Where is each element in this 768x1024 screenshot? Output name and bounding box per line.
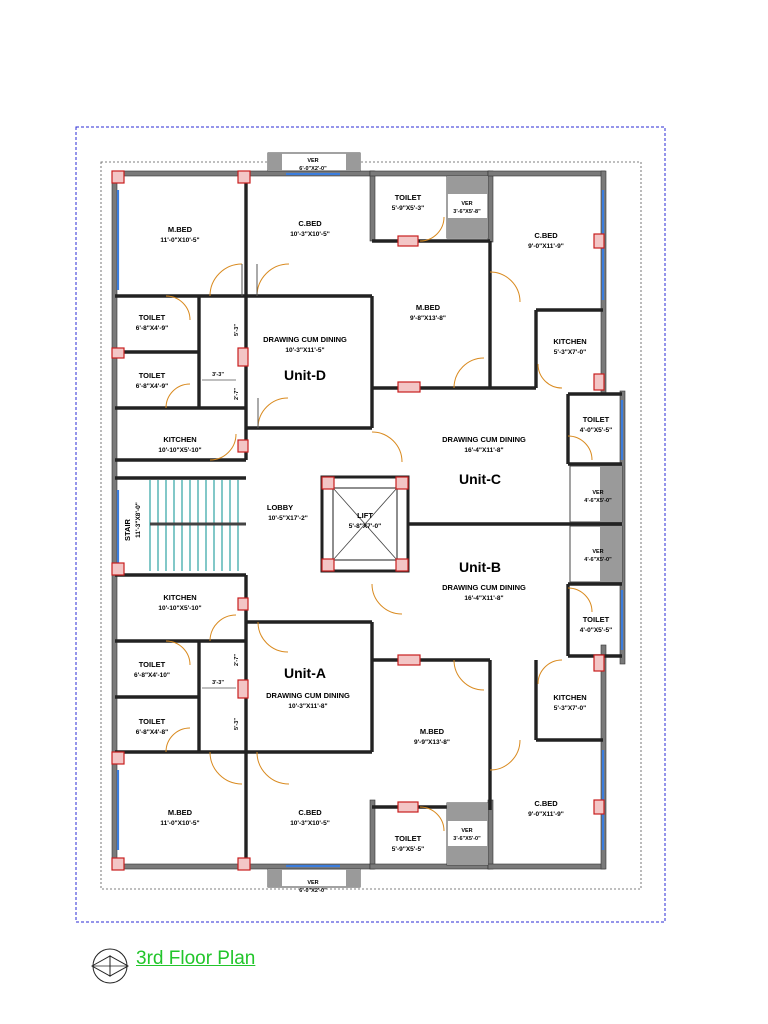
room-name: M.BED bbox=[416, 303, 441, 312]
unit-label: Unit-B bbox=[459, 559, 501, 575]
unit-label: Unit-A bbox=[284, 665, 326, 681]
ver-name: VER bbox=[592, 549, 603, 555]
dimension-notes: 3'-3" 5'-3" 2'-7" 3'-3" 2'-7" 5'-3" bbox=[202, 324, 240, 730]
dim-note: 2'-7" bbox=[234, 388, 240, 400]
room-dim: 10'-10"X5'-10" bbox=[158, 605, 201, 612]
dim-note: 3'-3" bbox=[212, 680, 224, 686]
sheet-border bbox=[75, 126, 666, 923]
room-dim: 6'-8"X4'-9" bbox=[136, 325, 168, 332]
unit-label: Unit-C bbox=[459, 471, 501, 487]
room-name: TOILET bbox=[139, 313, 166, 322]
room-name: C.BED bbox=[534, 231, 558, 240]
ver-dim: 3'-6"X5'-0" bbox=[453, 836, 481, 842]
room-dim: 5'-3"X7'-0" bbox=[554, 705, 586, 712]
ver-dim: 4'-6"X5'-0" bbox=[584, 557, 612, 563]
room-dim: 6'-8"X4'-9" bbox=[136, 383, 168, 390]
ver-dim: 4'-6"X5'-0" bbox=[584, 498, 612, 504]
room-dim: 9'-0"X11'-9" bbox=[528, 811, 564, 818]
room-dim: 11'-0"X10'-5" bbox=[160, 237, 199, 244]
verandahs bbox=[267, 152, 623, 888]
room-dim: 10'-3"X10'-5" bbox=[290, 820, 330, 827]
room-dim: 10'-3"X10'-5" bbox=[290, 231, 330, 238]
ver-name: VER bbox=[307, 158, 318, 164]
plan-title: 3rd Floor Plan bbox=[136, 948, 256, 969]
site-boundary bbox=[100, 161, 642, 890]
unit-labels: Unit-D Unit-C Unit-B Unit-A bbox=[284, 367, 501, 681]
room-dim: 10'-3"X11'-8" bbox=[288, 703, 327, 710]
columns bbox=[111, 170, 605, 871]
room-name: TOILET bbox=[395, 193, 422, 202]
room-dim: 6'-8"X4'-8" bbox=[136, 729, 168, 736]
room-dim: 10'-5"X17'-2" bbox=[268, 515, 308, 522]
ver-name: VER bbox=[461, 828, 472, 834]
lift-shaft bbox=[320, 475, 410, 573]
room-dim: 9'-0"X11'-9" bbox=[528, 243, 564, 250]
room-name: TOILET bbox=[139, 660, 166, 669]
room-name: TOILET bbox=[139, 717, 166, 726]
room-dim: 10'-10"X5'-10" bbox=[158, 447, 201, 454]
doors bbox=[165, 216, 593, 832]
room-name: TOILET bbox=[139, 371, 166, 380]
room-name: DRAWING CUM DINING bbox=[442, 583, 526, 592]
unit-label: Unit-D bbox=[284, 367, 326, 383]
ver-name: VER bbox=[461, 201, 472, 207]
room-name: M.BED bbox=[168, 808, 193, 817]
room-dim: 4'-0"X5'-5" bbox=[580, 427, 612, 434]
room-dim: 5'-3"X7'-0" bbox=[554, 349, 586, 356]
room-dim: 9'-8"X13'-8" bbox=[410, 315, 446, 322]
room-name: KITCHEN bbox=[163, 593, 196, 602]
dim-note: 5'-3" bbox=[234, 324, 240, 336]
interior-walls bbox=[115, 172, 622, 864]
room-name: M.BED bbox=[420, 727, 445, 736]
room-dim: 6'-8"X4'-10" bbox=[134, 672, 170, 679]
room-dim: 11'-0"X10'-5" bbox=[160, 820, 199, 827]
room-name: C.BED bbox=[534, 799, 558, 808]
room-name: LOBBY bbox=[267, 503, 293, 512]
room-dim: 16'-4"X11'-8" bbox=[464, 447, 503, 454]
room-name: DRAWING CUM DINING bbox=[266, 691, 350, 700]
ver-dim: 6'-0"X2'-0" bbox=[299, 888, 327, 894]
room-dim: 16'-4"X11'-8" bbox=[464, 595, 503, 602]
ver-name: VER bbox=[307, 880, 318, 886]
room-dim: 5'-9"X5'-3" bbox=[392, 205, 424, 212]
north-arrow-icon bbox=[90, 948, 130, 984]
room-dim: 5'-9"X5'-5" bbox=[392, 846, 424, 853]
room-name: C.BED bbox=[298, 219, 322, 228]
room-name: M.BED bbox=[168, 225, 193, 234]
verandah-labels: VER 6'-0"X2'-0" VER 3'-6"X5'-8" VER 4'-6… bbox=[299, 158, 612, 894]
room-dim: 10'-3"X11'-5" bbox=[285, 347, 324, 354]
ver-dim: 3'-6"X5'-8" bbox=[453, 209, 481, 215]
dim-note: 2'-7" bbox=[234, 654, 240, 666]
dim-note: 3'-3" bbox=[212, 372, 224, 378]
room-name: KITCHEN bbox=[553, 337, 586, 346]
room-name: TOILET bbox=[395, 834, 422, 843]
room-name: C.BED bbox=[298, 808, 322, 817]
room-dim: 5'-8"X7'-0" bbox=[349, 523, 381, 530]
room-name: DRAWING CUM DINING bbox=[263, 335, 347, 344]
room-name: LIFT bbox=[357, 511, 373, 520]
room-name: KITCHEN bbox=[553, 693, 586, 702]
ver-name: VER bbox=[592, 490, 603, 496]
room-name: KITCHEN bbox=[163, 435, 196, 444]
room-labels: M.BED 11'-0"X10'-5" C.BED 10'-3"X10'-5" … bbox=[123, 193, 612, 853]
room-name: STAIR bbox=[123, 518, 132, 541]
staircase bbox=[149, 480, 246, 571]
room-dim: 4'-0"X5'-5" bbox=[580, 627, 612, 634]
dim-note: 5'-3" bbox=[234, 718, 240, 730]
ver-dim: 6'-0"X2'-0" bbox=[299, 166, 327, 172]
room-name: TOILET bbox=[583, 615, 610, 624]
room-name: DRAWING CUM DINING bbox=[442, 435, 526, 444]
room-dim: 11'-3"X8'-0" bbox=[135, 502, 142, 538]
room-name: TOILET bbox=[583, 415, 610, 424]
room-dim: 9'-9"X13'-8" bbox=[414, 739, 450, 746]
